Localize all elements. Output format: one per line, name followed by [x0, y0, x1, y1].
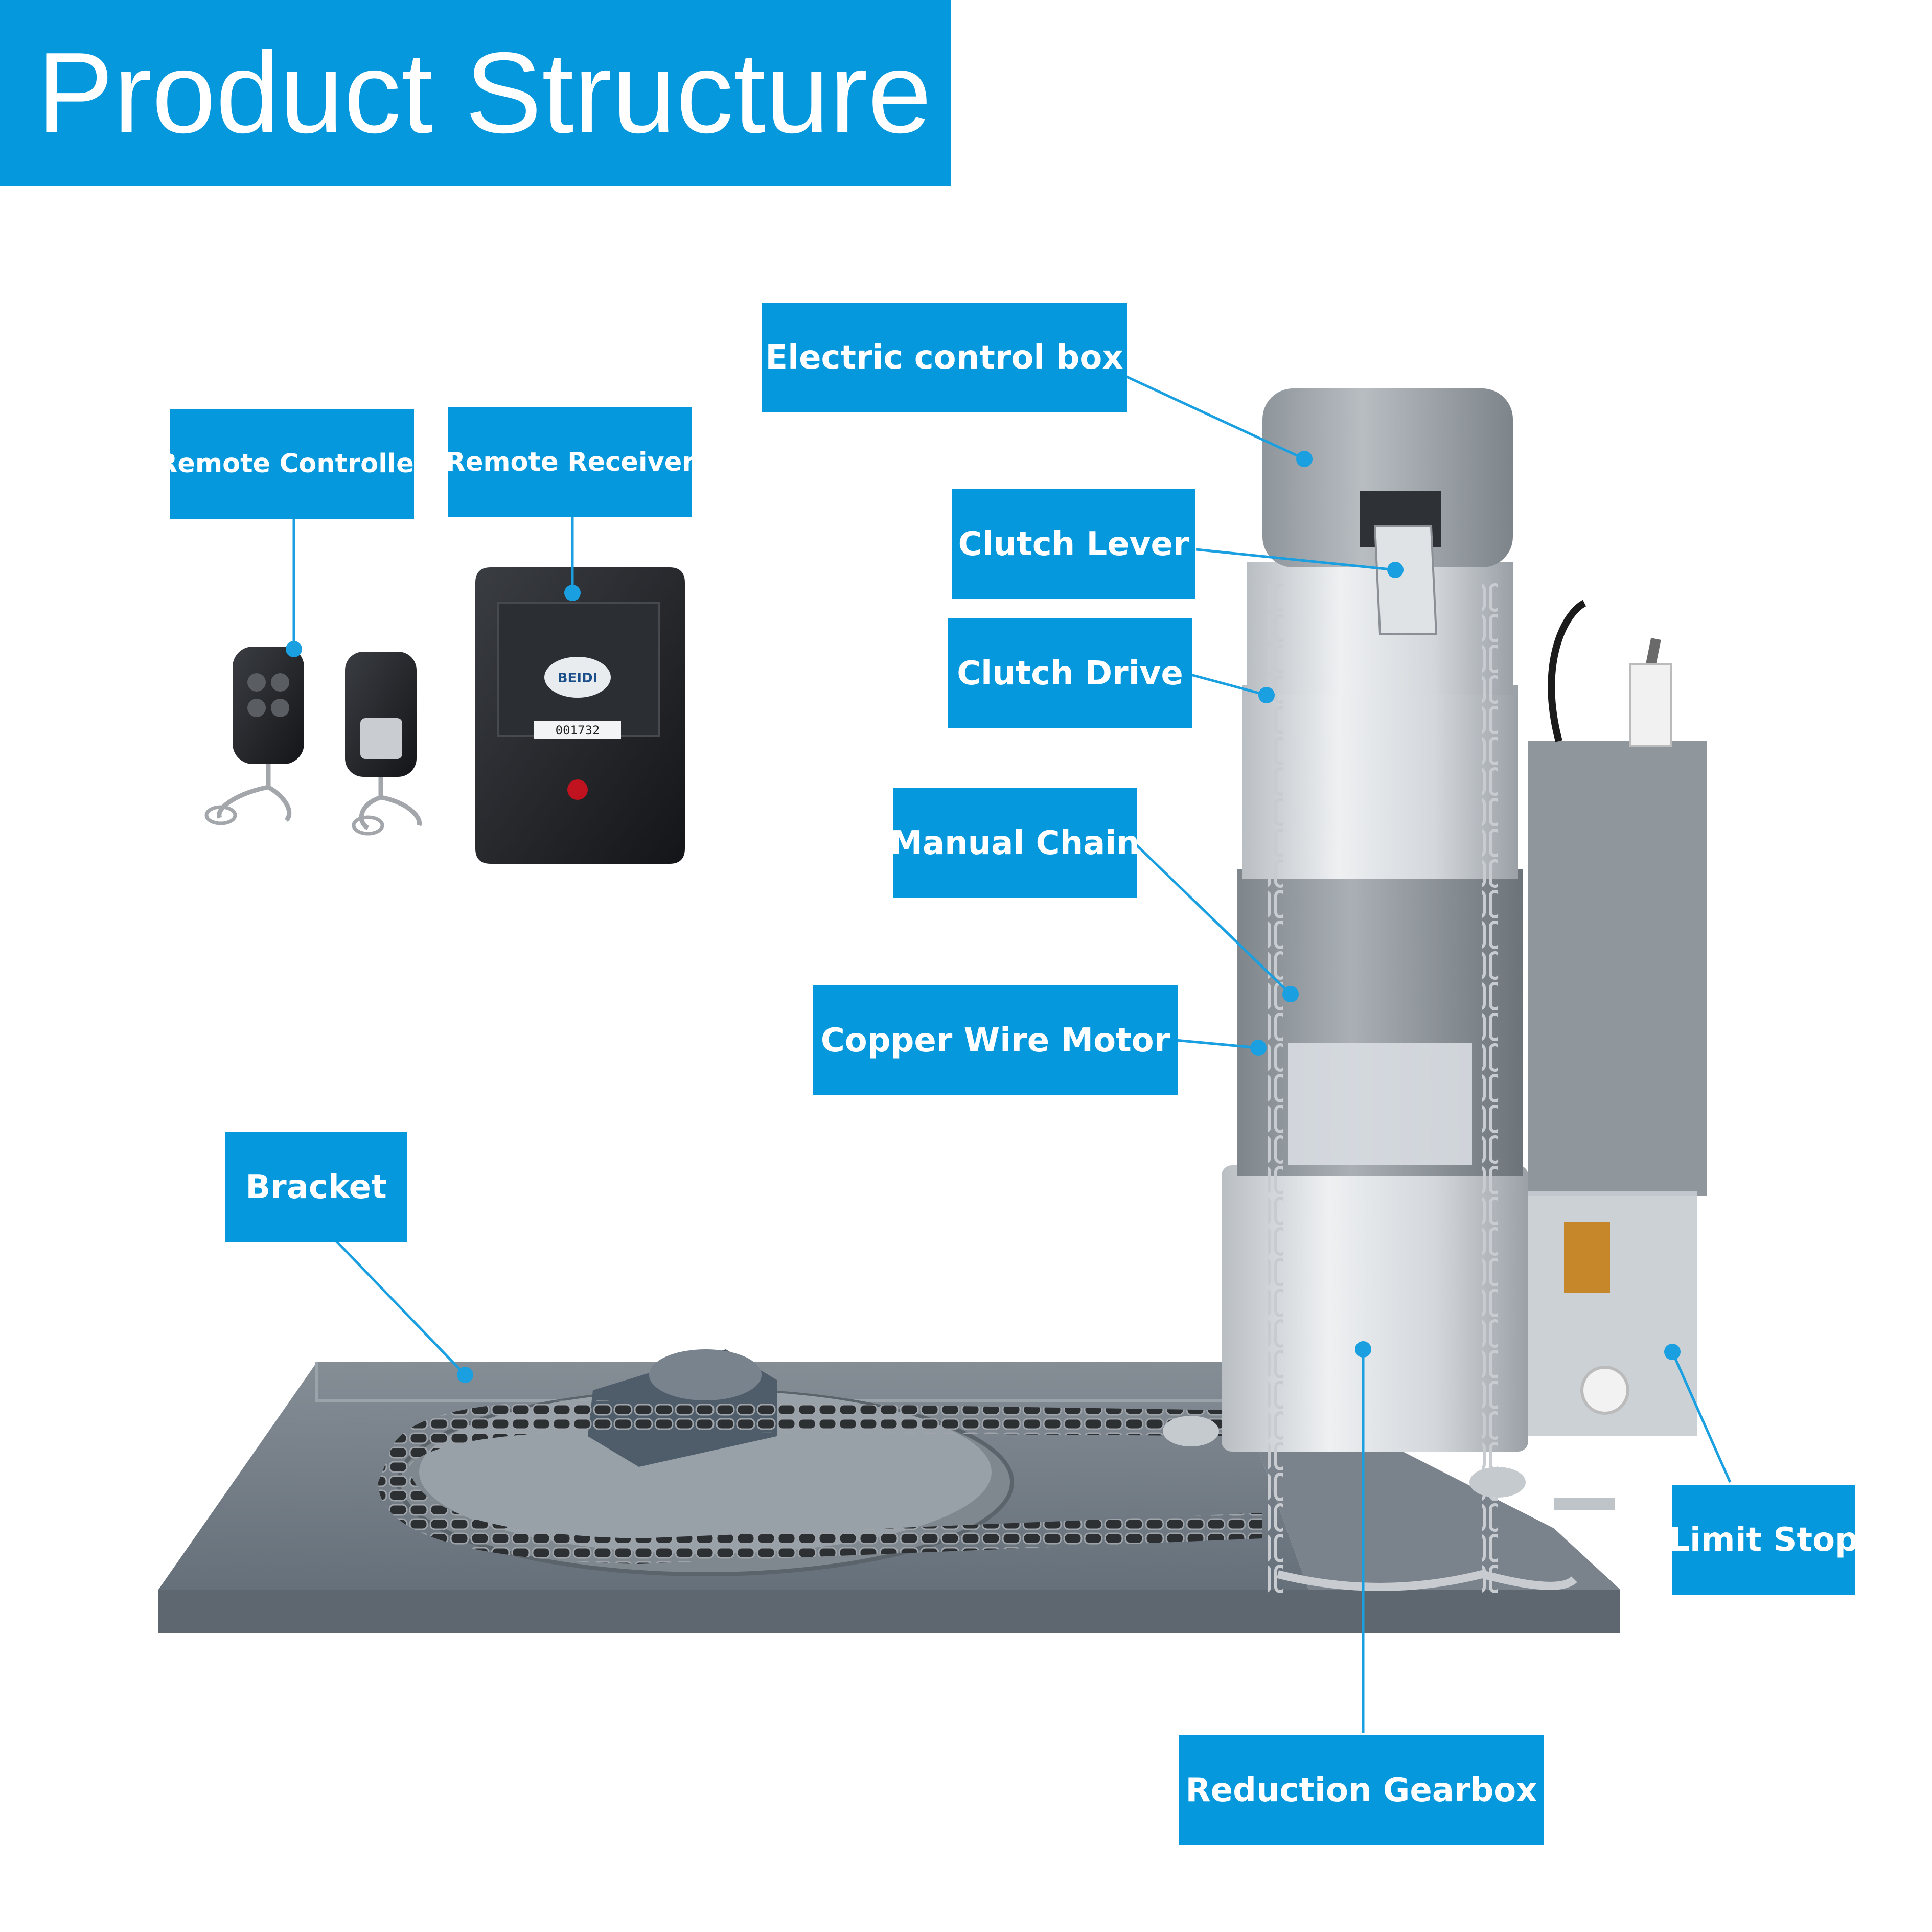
label-manual-chain: Manual Chain: [890, 788, 1140, 898]
label-clutch-lever: Clutch Lever: [952, 489, 1195, 599]
brand-logo: [544, 657, 611, 698]
roller-chain: [378, 1400, 1262, 1564]
label-bracket: Bracket: [225, 1132, 407, 1242]
receiver-serial: 001732: [556, 723, 600, 738]
label-remote-receiver: Remote Receiver: [446, 407, 695, 517]
remote-receiver: BEIDI 001732: [475, 567, 685, 864]
status-led-icon: [567, 779, 588, 800]
label-copper-wire-motor: Copper Wire Motor: [813, 985, 1178, 1095]
label-remote-controller: Remote Controller: [157, 409, 427, 519]
title-banner: Product Structure: [0, 0, 951, 186]
leader-lines: [286, 374, 1732, 1733]
label-reduction-gearbox: Reduction Gearbox: [1179, 1735, 1544, 1845]
receiver-brand: BEIDI: [558, 671, 598, 686]
label-clutch-drive: Clutch Drive: [948, 618, 1192, 728]
remote-controller: [204, 647, 422, 836]
motor-unit: [1163, 388, 1707, 1595]
label-electric-control-box: Electric control box: [762, 303, 1127, 412]
page-title: Product Structure: [37, 28, 932, 157]
label-limit-stop: Limit Stop: [1669, 1485, 1858, 1595]
